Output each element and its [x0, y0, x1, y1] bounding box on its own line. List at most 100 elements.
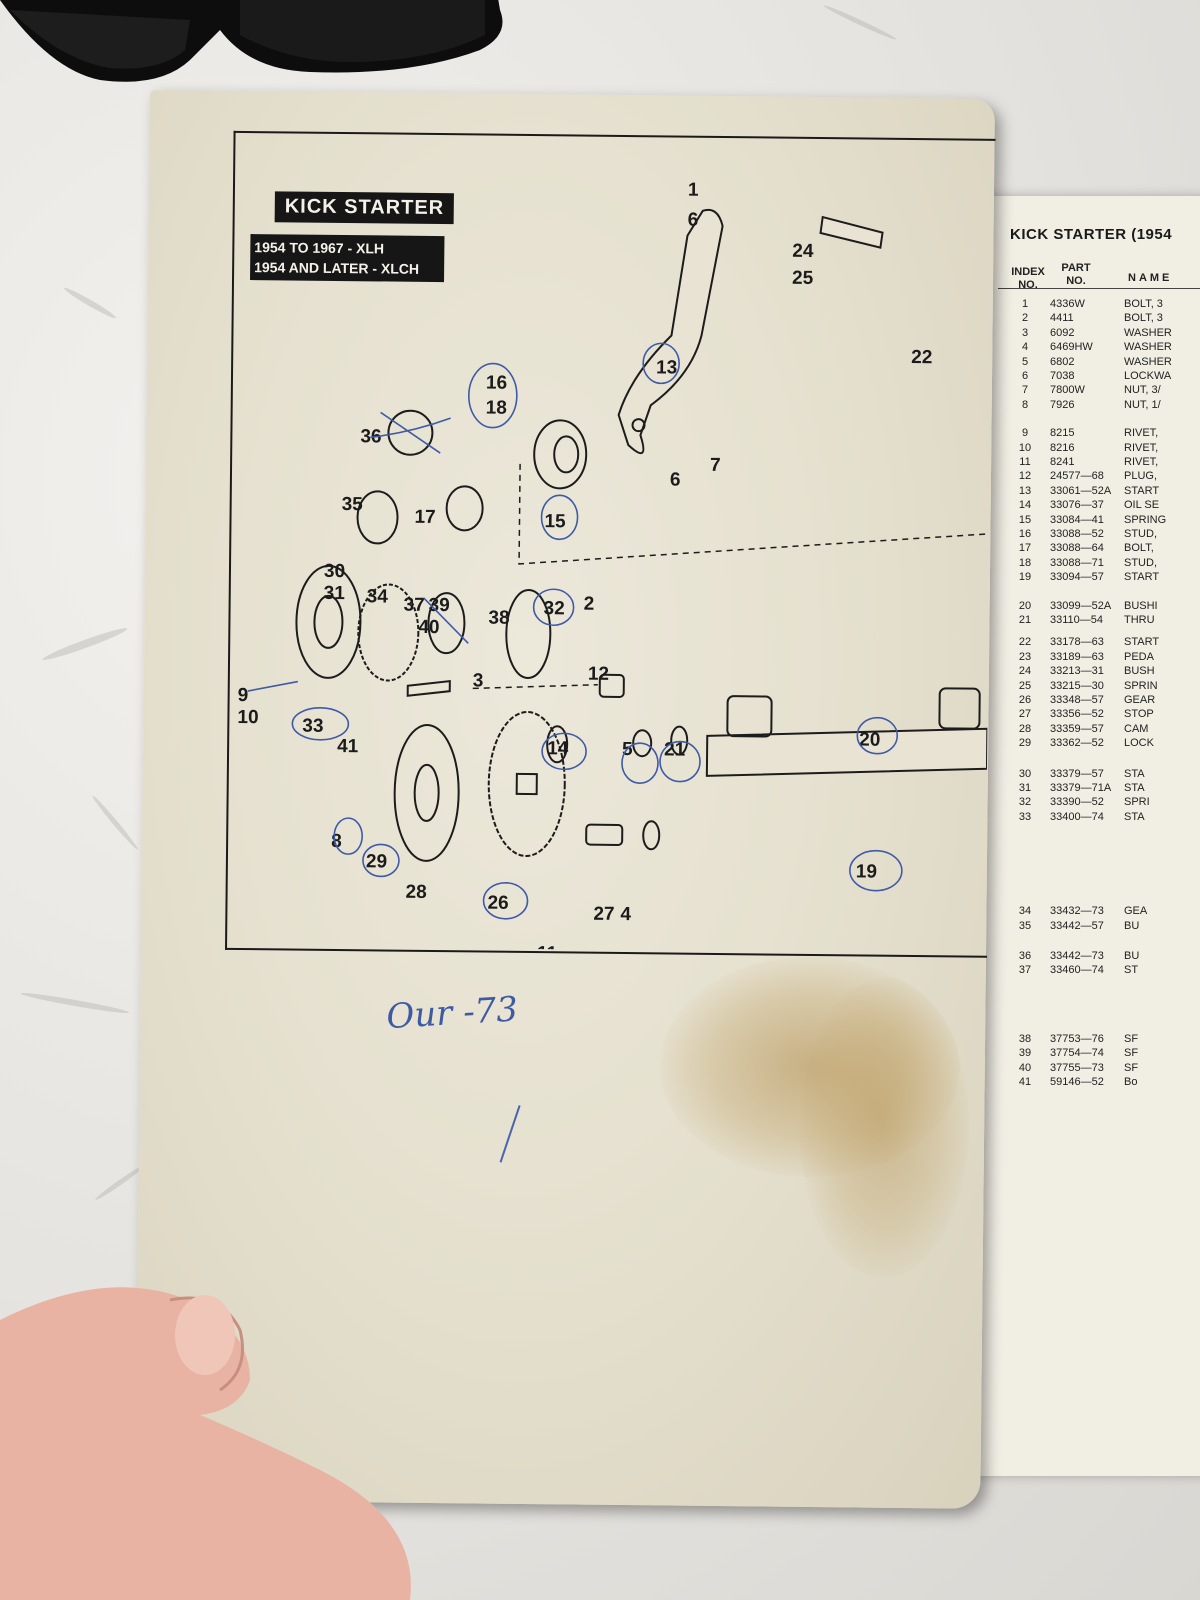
table-row: 23 33189—63 PEDA — [958, 651, 1200, 667]
callout-number: 35 — [342, 494, 364, 515]
part-number-cell: 33359—57 — [1050, 722, 1104, 735]
part-number-cell: 6802 — [1050, 355, 1075, 368]
callout-number: 13 — [656, 357, 677, 378]
part-number-cell: 33088—64 — [1050, 542, 1104, 555]
part-number-cell: 37753—76 — [1050, 1032, 1104, 1045]
leader-line — [472, 683, 598, 690]
name-cell: PLUG, — [1124, 470, 1158, 483]
name-cell: SPRIN — [1124, 679, 1158, 692]
name-cell: STUD, — [1124, 528, 1157, 540]
part-header: PART NO. — [1061, 262, 1091, 287]
plug — [598, 673, 625, 698]
parts-list-page: KICK STARTER (1954 INDEX NO. PART NO. NA… — [958, 196, 1200, 1476]
index-cell: 13 — [1018, 484, 1032, 497]
name-cell: ST — [1124, 964, 1139, 977]
name-cell: WASHER — [1124, 355, 1172, 368]
part-number-cell: 33088—52 — [1050, 528, 1104, 540]
part-number-cell: 37755—73 — [1050, 1061, 1104, 1074]
marble-vein — [90, 794, 140, 851]
callout-number: 6 — [670, 469, 681, 490]
name-cell: BOLT, 3 — [1124, 298, 1163, 310]
name-cell: SF — [1124, 1061, 1139, 1074]
name-cell: PEDA — [1124, 650, 1154, 663]
callout-number: 24 — [792, 241, 814, 262]
index-cell: 36 — [1018, 950, 1032, 962]
part-number-cell: 8215 — [1050, 427, 1075, 440]
index-cell: 22 — [1018, 636, 1032, 649]
callout-number: 12 — [588, 664, 609, 685]
index-cell: 23 — [1018, 650, 1032, 663]
part-number-cell: 33094—57 — [1050, 571, 1104, 584]
index-cell: 34 — [1018, 905, 1032, 918]
index-cell: 30 — [1018, 767, 1032, 780]
name-cell: BU — [1124, 950, 1140, 962]
callout-number: 29 — [366, 851, 387, 872]
index-cell: 10 — [1018, 441, 1032, 454]
index-cell: 32 — [1018, 796, 1032, 809]
callout-number: 10 — [237, 707, 258, 728]
callout-number: 15 — [544, 511, 566, 532]
callout-number: 3 — [473, 670, 484, 691]
name-cell: RIVET, — [1124, 427, 1159, 440]
washer — [642, 820, 661, 851]
callout-number: 7 — [710, 455, 721, 476]
index-cell: 31 — [1018, 782, 1032, 794]
pen-strike — [380, 411, 441, 454]
cam-plate — [393, 723, 460, 862]
callout-number: 6 — [688, 210, 699, 231]
part-number-cell: 33442—73 — [1050, 950, 1104, 962]
name-cell: RIVET, — [1124, 456, 1159, 468]
bushing — [427, 592, 466, 655]
parts-list-title: KICK STARTER (1954 — [1010, 226, 1173, 243]
callout-number: 38 — [488, 608, 509, 629]
index-cell: 14 — [1018, 499, 1032, 512]
bushing — [387, 409, 434, 456]
name-cell: STA — [1124, 782, 1145, 794]
pen-circle — [856, 716, 899, 755]
callout-number: 27 — [593, 904, 614, 925]
ratchet-plate — [295, 564, 362, 679]
name-cell: BOLT, — [1124, 542, 1154, 555]
name-cell: NUT, 1/ — [1124, 398, 1161, 411]
part-number-cell: 7800W — [1050, 384, 1085, 397]
washer — [670, 725, 689, 756]
index-cell: 15 — [1018, 513, 1032, 526]
part-number-cell: 33061—52A — [1050, 484, 1112, 497]
part-number-cell: 4411 — [1050, 312, 1074, 325]
part-number-cell: 33215—30 — [1050, 679, 1104, 692]
spring-ring — [505, 588, 552, 679]
bolt-shape — [631, 418, 646, 433]
callout-number: 26 — [487, 893, 508, 914]
part-number-cell: 33379—57 — [1050, 767, 1104, 780]
index-cell: 12 — [1018, 470, 1032, 483]
part-number-cell: 33362—52 — [1050, 737, 1104, 750]
starter-gear — [357, 583, 420, 682]
name-cell: WASHER — [1124, 341, 1172, 354]
handwritten-note: Our -73 — [385, 989, 520, 1038]
index-cell: 39 — [1018, 1047, 1032, 1060]
part-number-cell: 8216 — [1050, 441, 1075, 454]
index-cell: 19 — [1018, 571, 1032, 584]
starter-stop — [585, 823, 624, 846]
index-cell: 9 — [1021, 427, 1029, 440]
name-cell: Bo — [1124, 1076, 1138, 1088]
callout-number: 4 — [620, 904, 631, 925]
index-cell: 18 — [1018, 556, 1032, 569]
part-number-cell: 33189—63 — [1050, 650, 1104, 663]
pedal — [819, 215, 884, 249]
header-rule — [998, 288, 1200, 289]
index-cell: 37 — [1018, 964, 1032, 977]
index-cell: 35 — [1018, 919, 1032, 932]
